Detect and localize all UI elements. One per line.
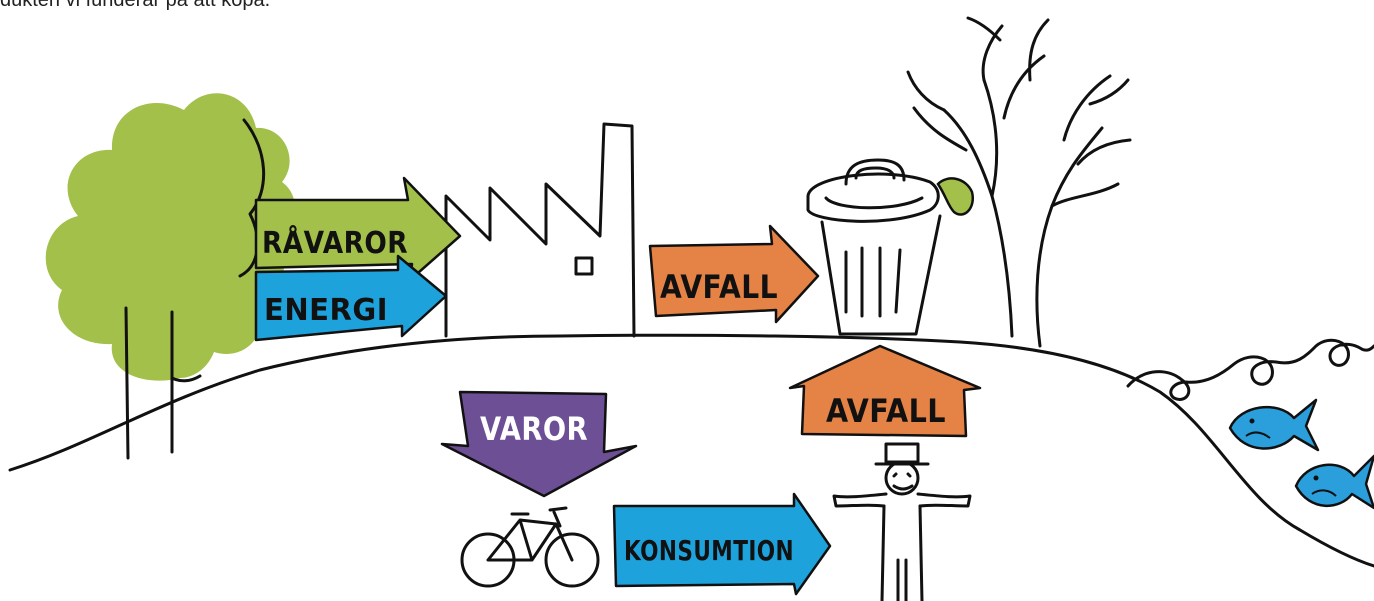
caption-text: dukten vi funderar på att köpa. — [0, 0, 271, 11]
person — [832, 442, 972, 601]
arrow-varor: VAROR — [440, 390, 638, 498]
label-ravaror: RÅVAROR — [262, 224, 408, 261]
water-waves — [1126, 338, 1374, 401]
bare-tree — [906, 16, 1132, 348]
arrow-avfall-factory: AVFALL — [648, 224, 820, 324]
arrow-konsumtion: KONSUMTION — [612, 492, 832, 596]
arrow-energi: ENERGI — [254, 254, 448, 342]
fish-upper — [1228, 398, 1320, 452]
label-varor: VAROR — [480, 410, 588, 448]
arrow-ravaror: RÅVAROR — [254, 176, 462, 282]
label-avfall-factory: AVFALL — [660, 268, 778, 306]
factory — [444, 122, 636, 338]
trash-can — [806, 158, 975, 336]
green-tree — [45, 93, 295, 460]
ground-hill-line — [8, 333, 1374, 568]
bicycle — [460, 506, 600, 588]
label-avfall-person: AVFALL — [826, 392, 946, 430]
fish-lower — [1294, 454, 1374, 510]
label-energi: ENERGI — [264, 293, 388, 328]
label-konsumtion: KONSUMTION — [624, 534, 794, 567]
arrow-avfall-person: AVFALL — [788, 344, 982, 438]
